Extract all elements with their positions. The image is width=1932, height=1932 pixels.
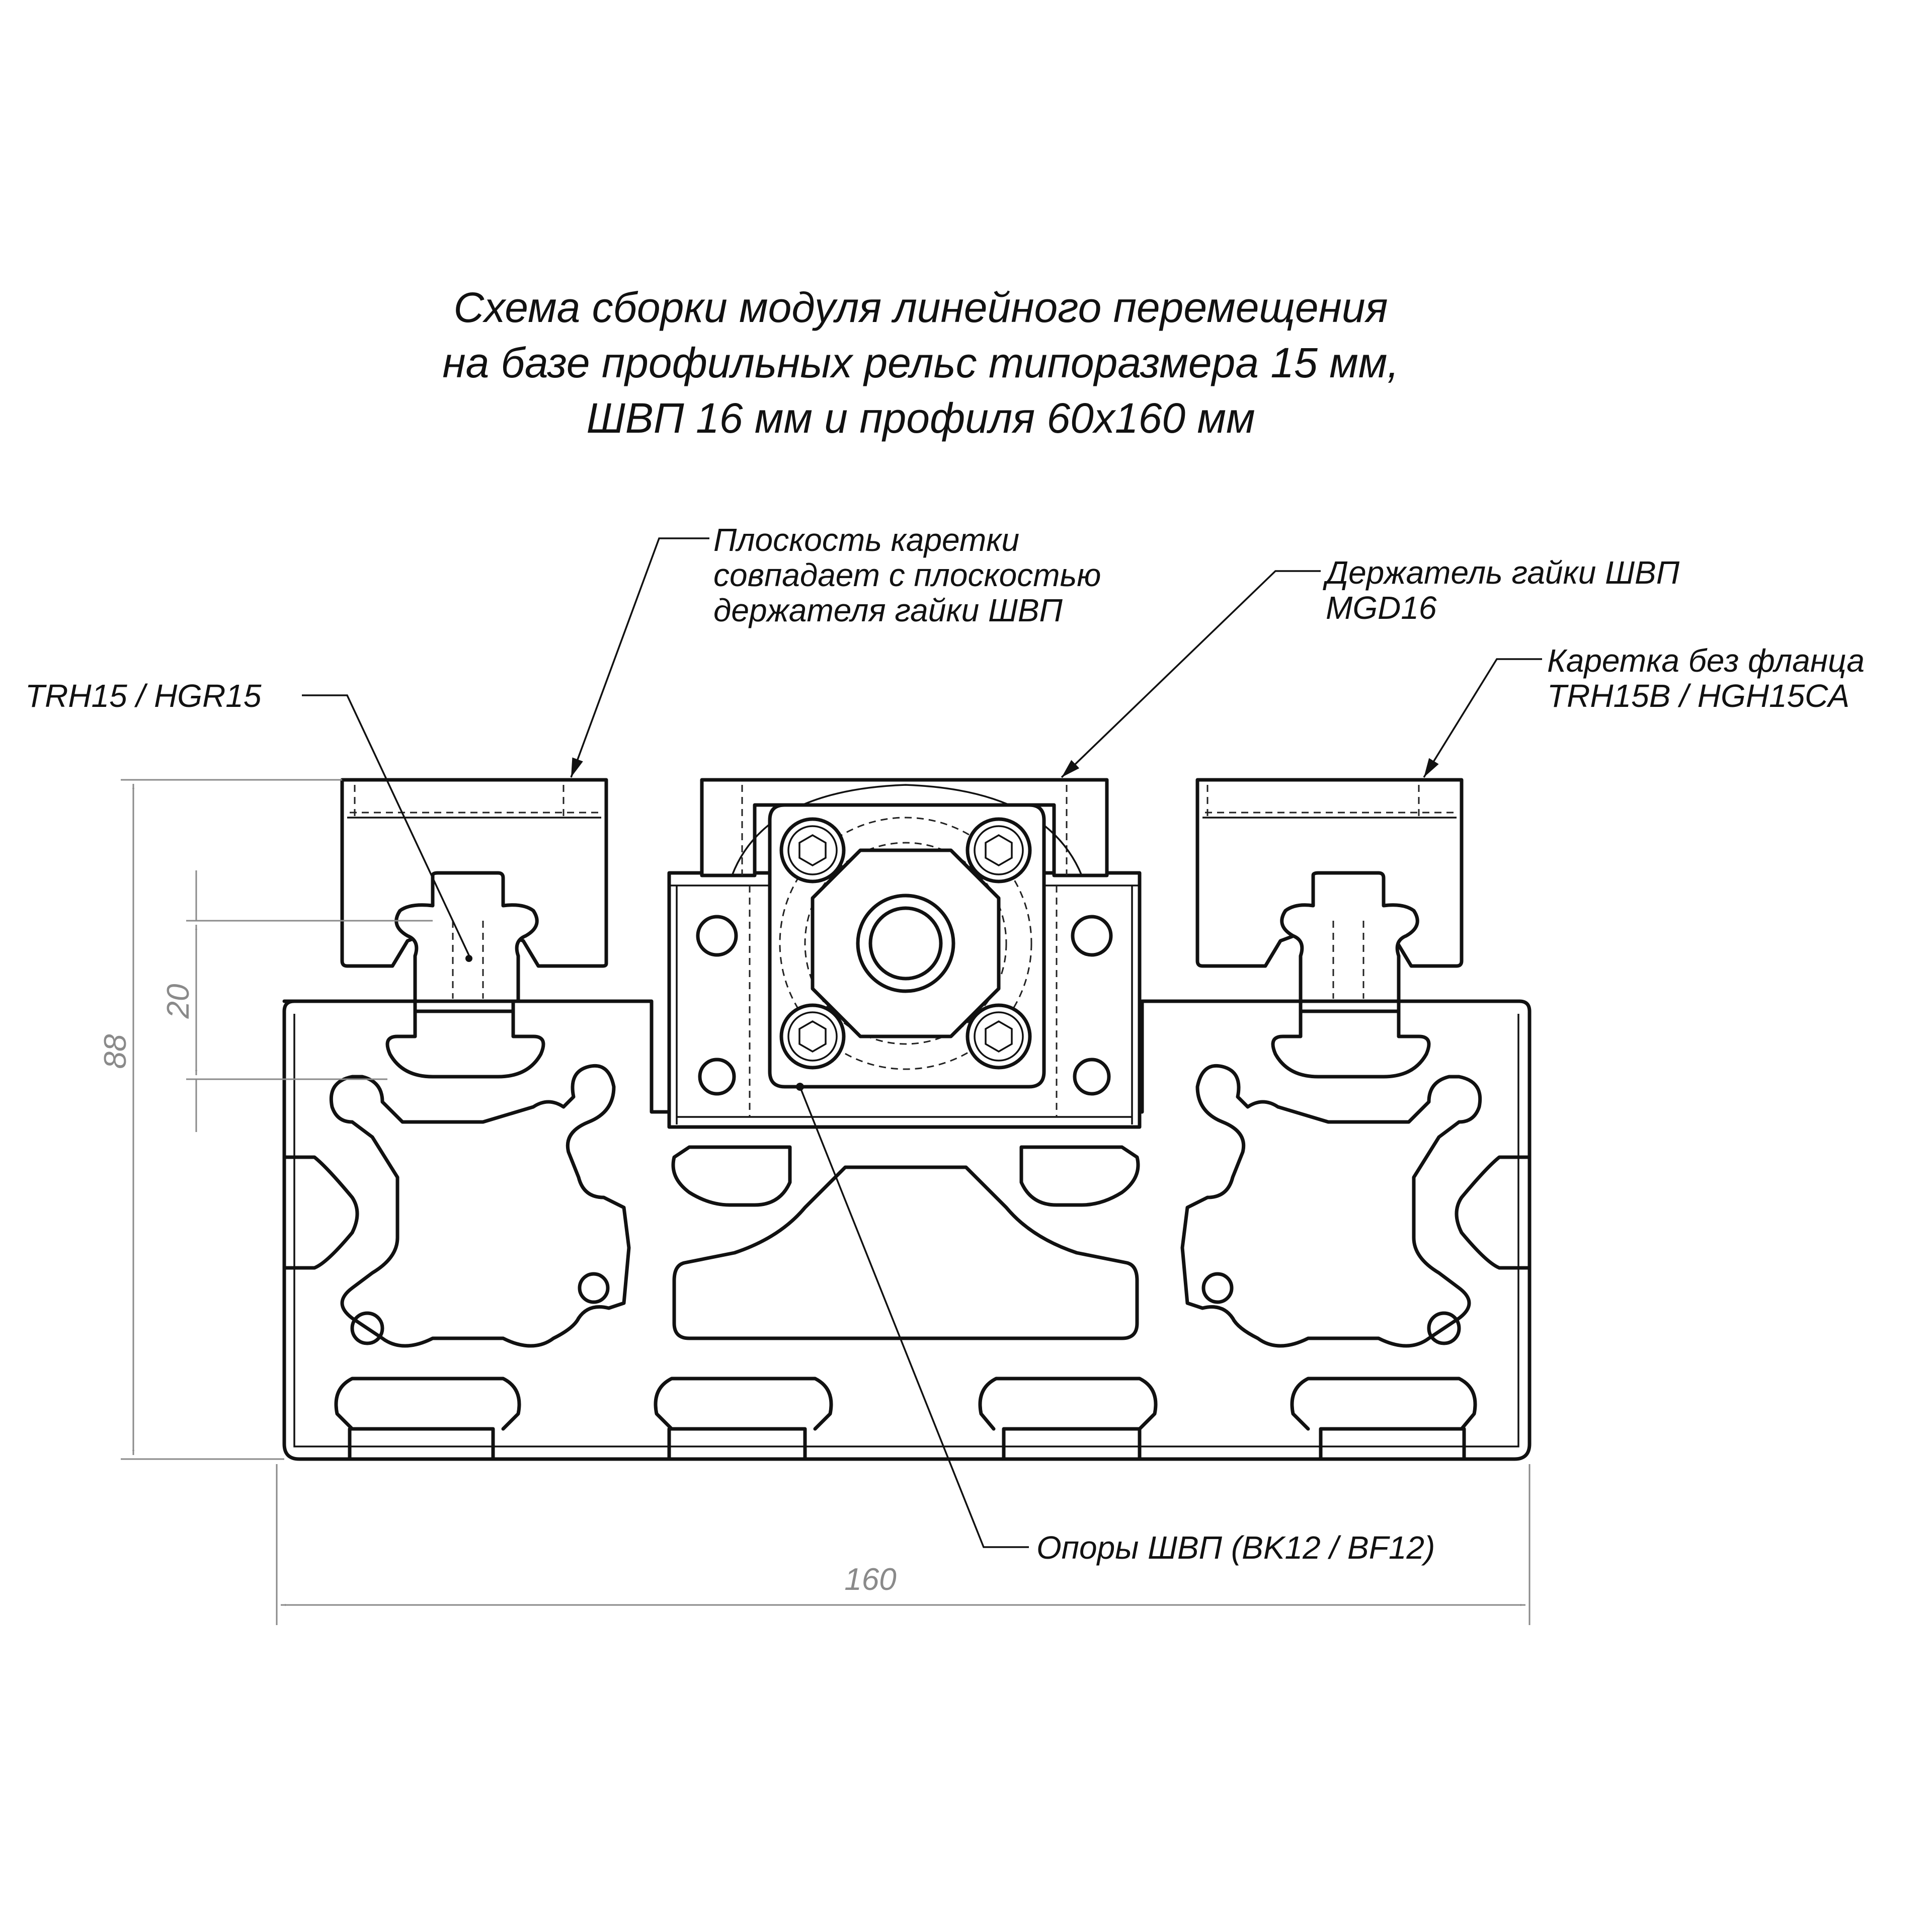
dimension-height: 88 <box>98 779 342 1460</box>
carriage-plane-line-2: совпадает с плоскостью <box>713 557 1101 593</box>
carriage-plane-line-1: Плоскость каретки <box>713 522 1019 558</box>
label-rail: TRH15 / HGR15 <box>25 678 471 959</box>
dimension-height-value: 88 <box>98 1034 133 1069</box>
label-nut-holder: Держатель гайки ШВП MGD16 <box>1061 554 1680 778</box>
dimension-rail-height-value: 20 <box>161 984 196 1019</box>
carriage-line-2: TRH15B / HGH15CA <box>1547 678 1849 714</box>
nut-holder-mgd16 <box>700 778 1109 1089</box>
title-block: Схема сборки модуля линейного перемещени… <box>442 284 1399 442</box>
left-carriage-assembly <box>340 778 608 1003</box>
dimension-width: 160 <box>276 1464 1531 1625</box>
cap-screw-br <box>965 1003 1032 1070</box>
aluminium-profile <box>282 999 1532 1461</box>
title-line-3: ШВП 16 мм и профиля 60x160 мм <box>586 394 1255 442</box>
dimension-rail-height: 20 <box>161 870 433 1132</box>
carriage-plane-line-3: держателя гайки ШВП <box>713 592 1063 628</box>
nut-holder-line-2: MGD16 <box>1326 590 1437 626</box>
right-carriage-assembly <box>1195 778 1464 1003</box>
cap-screw-bl <box>779 1003 846 1070</box>
title-line-2: на базе профильных рельс типоразмера 15 … <box>442 339 1399 386</box>
label-carriage: Каретка без фланца TRH15B / HGH15CA <box>1423 642 1865 778</box>
label-carriage-plane: Плоскость каретки совпадает с плоскостью… <box>570 522 1101 778</box>
title-line-1: Схема сборки модуля линейного перемещени… <box>454 284 1388 331</box>
carriage-line-1: Каретка без фланца <box>1547 642 1865 679</box>
nut-holder-line-1: Держатель гайки ШВП <box>1323 554 1680 591</box>
cap-screw-tl <box>779 817 846 883</box>
label-supports: Опоры ШВП (BK12 / BF12) <box>796 1083 1435 1566</box>
rail-label: TRH15 / HGR15 <box>25 678 262 714</box>
supports-label: Опоры ШВП (BK12 / BF12) <box>1036 1530 1435 1566</box>
dimension-width-value: 160 <box>844 1562 896 1597</box>
cap-screw-tr <box>965 817 1032 883</box>
